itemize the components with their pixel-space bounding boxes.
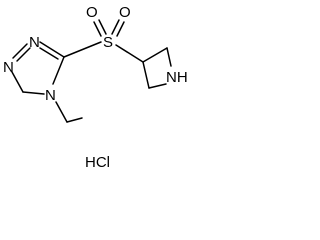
bond-c3-n4 [22,91,45,95]
atom-label-o-right: O [119,4,131,21]
atom-label-nh: NH [166,69,188,86]
atom-label-n2: N [3,59,14,76]
bond-n4-c5 [52,56,65,85]
atom-label-n1: N [29,34,40,51]
bond-n2-c3 [11,71,24,93]
bond-c5-n1-double [39,41,65,58]
bond-c5-s [63,41,102,58]
bond-n1-n2-double [16,47,31,62]
bond-n4-methyl [55,101,68,123]
triazole-ring [11,41,65,95]
bond-s-o-left-a [93,21,102,37]
sulfonyl-group [63,19,144,63]
bond-n1-n2 [12,43,28,59]
bond-cc-nh [148,83,167,89]
bond-s-azetidine [115,44,144,63]
azetidine-ring [142,47,172,89]
atom-label-o-left: O [86,4,98,21]
bond-ca-cc [142,61,150,89]
bond-ca-cb [142,47,168,63]
bond-s-o-right-b [116,21,125,37]
atom-label-n4: N [45,87,56,104]
bond-s-o-right-a [111,19,120,35]
bond-s-o-left-b [98,19,107,35]
atom-label-s: S [103,34,113,51]
salt-label: HCl [85,154,110,171]
chemical-structure-diagram: O O S N N N NH HCl [3,4,188,171]
bond-methyl-end [66,117,83,123]
bond-cb-nh [166,47,172,67]
bond-c5-n1-inner [39,47,59,60]
